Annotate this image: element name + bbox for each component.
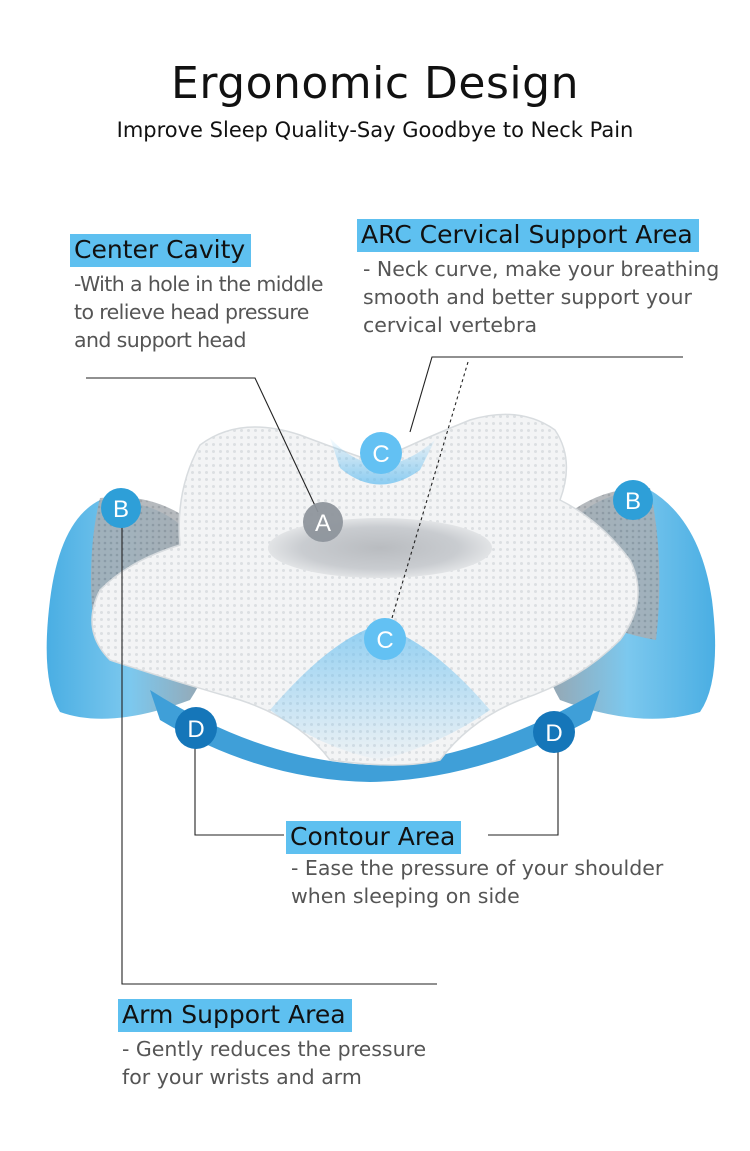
badge-a: A	[303, 502, 343, 542]
svg-text:A: A	[315, 510, 331, 537]
leader-d-right	[488, 748, 559, 836]
arc-top-glow	[330, 438, 435, 485]
contour-label: Contour Area	[286, 821, 462, 854]
pillow-base	[150, 690, 600, 782]
svg-text:C: C	[372, 441, 389, 468]
page-title: Ergonomic Design	[171, 58, 579, 109]
badge-d-left: D	[175, 707, 217, 749]
svg-text:D: D	[187, 716, 204, 743]
page-subtitle: Improve Sleep Quality-Say Goodbye to Nec…	[116, 118, 634, 142]
leader-arc	[409, 356, 683, 433]
arc-front-glow	[270, 625, 490, 760]
leader-arc-dashed	[391, 361, 469, 619]
badge-d-right: D	[533, 711, 575, 753]
leader-d	[194, 748, 284, 836]
leader-a	[86, 377, 319, 513]
center-cavity-shape	[268, 518, 492, 578]
center-cavity-description: -With a hole in the middle to relieve he…	[74, 272, 323, 352]
badge-c-front: C	[364, 618, 406, 660]
arc-cervical-description: - Neck curve, make your breathing smooth…	[363, 257, 720, 337]
badge-b-left: B	[101, 488, 141, 528]
svg-text:B: B	[625, 488, 641, 515]
contour-description: - Ease the pressure of your shoulder whe…	[291, 856, 664, 908]
badge-b-right: B	[613, 480, 653, 520]
svg-text:C: C	[376, 627, 393, 654]
arm-support-description: - Gently reduces the pressure for your w…	[122, 1037, 427, 1089]
pillow-body	[91, 413, 639, 766]
leader-b	[121, 522, 437, 985]
svg-text:D: D	[545, 720, 562, 747]
center-cavity-label: Center Cavity	[70, 234, 252, 267]
arm-support-label: Arm Support Area	[118, 999, 352, 1032]
arc-cervical-label: ARC Cervical Support Area	[357, 219, 699, 252]
badge-c-top: C	[360, 432, 402, 474]
svg-text:B: B	[113, 496, 129, 523]
